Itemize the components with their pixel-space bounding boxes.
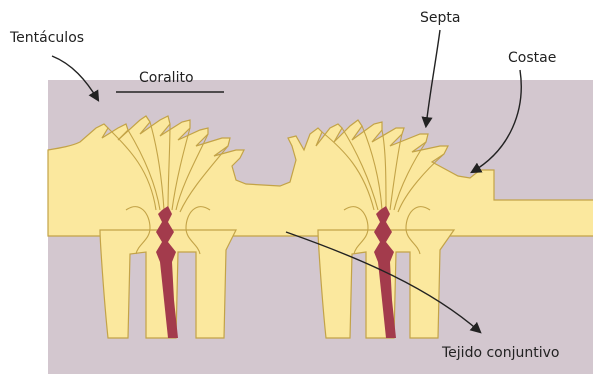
- label-costae: Costae: [508, 50, 556, 66]
- label-corallite: Coralito: [139, 70, 194, 86]
- label-connective-tissue: Tejido conjuntivo: [442, 345, 559, 361]
- label-tentacles: Tentáculos: [10, 30, 84, 46]
- label-septa: Septa: [420, 10, 460, 26]
